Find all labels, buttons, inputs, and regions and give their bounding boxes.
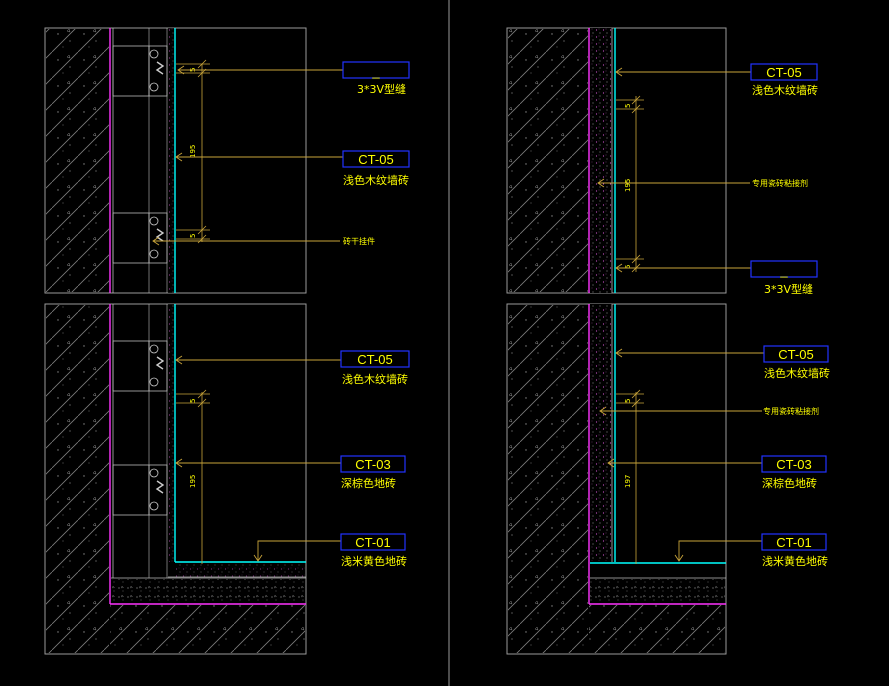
material-tag-box xyxy=(761,455,827,473)
dim-label: 195 xyxy=(189,145,197,158)
material-tag-desc: 浅色木纹墙砖 xyxy=(343,173,409,187)
detail-top-left xyxy=(44,27,307,294)
material-note: 专用瓷砖粘接剂 xyxy=(763,406,819,416)
material-tag-desc: 浅色木纹墙砖 xyxy=(764,366,830,380)
bracket-unit xyxy=(112,340,168,392)
material-tag-desc: 浅色木纹墙砖 xyxy=(752,83,818,97)
material-tag-box xyxy=(340,350,410,368)
leader-lines xyxy=(152,65,764,562)
detail-top-right xyxy=(506,27,727,294)
dimension-group-bl xyxy=(176,389,210,564)
material-tag-box xyxy=(342,61,410,79)
dim-label: 5 xyxy=(189,234,197,238)
material-note: 专用瓷砖粘接剂 xyxy=(752,178,808,188)
material-tag-code: CT-03 xyxy=(776,457,811,472)
dim-label: 195 xyxy=(189,475,197,488)
material-tag-code: CT-03 xyxy=(355,457,390,472)
material-tag-box xyxy=(750,63,818,81)
material-tag-code: _ xyxy=(779,263,788,278)
material-tag-code: CT-05 xyxy=(778,347,813,362)
material-tag-desc: 深棕色地砖 xyxy=(341,476,396,490)
dim-label: 5 xyxy=(624,399,632,403)
detail-bottom-left xyxy=(44,303,307,655)
material-tag-code: CT-05 xyxy=(766,65,801,80)
material-tag-desc: 浅米黄色地砖 xyxy=(341,554,407,568)
dimension-group-tl xyxy=(176,59,210,244)
material-note: 砖干挂件 xyxy=(343,236,375,246)
dimension-group-br xyxy=(616,389,644,564)
material-tag-box xyxy=(761,533,827,551)
material-tag-box xyxy=(763,345,829,363)
material-tag-box xyxy=(342,150,410,168)
dim-label: 5 xyxy=(624,104,632,108)
material-tag-code: CT-01 xyxy=(776,535,811,550)
material-tag-code: CT-05 xyxy=(357,352,392,367)
dim-label: 5 xyxy=(624,265,632,269)
material-tag-code: CT-05 xyxy=(358,152,393,167)
material-tag-box xyxy=(750,260,818,278)
material-tag-desc: 3*3V型缝 xyxy=(764,282,813,296)
dim-label: 197 xyxy=(624,475,632,488)
bracket-unit xyxy=(112,45,168,97)
bracket-unit xyxy=(112,212,168,264)
dim-label: 195 xyxy=(624,179,632,192)
detail-bottom-right xyxy=(506,303,727,655)
dim-label: 5 xyxy=(189,399,197,403)
material-tag-desc: 深棕色地砖 xyxy=(762,476,817,490)
material-tag-desc: 浅色木纹墙砖 xyxy=(342,372,408,386)
material-tag-box xyxy=(340,455,406,473)
material-tag-desc: 3*3V型缝 xyxy=(357,82,406,96)
material-tag-desc: 浅米黄色地砖 xyxy=(762,554,828,568)
material-tag-code: CT-01 xyxy=(355,535,390,550)
material-tag-box xyxy=(340,533,406,551)
material-tag-code: _ xyxy=(371,64,380,79)
bracket-unit xyxy=(112,464,168,516)
